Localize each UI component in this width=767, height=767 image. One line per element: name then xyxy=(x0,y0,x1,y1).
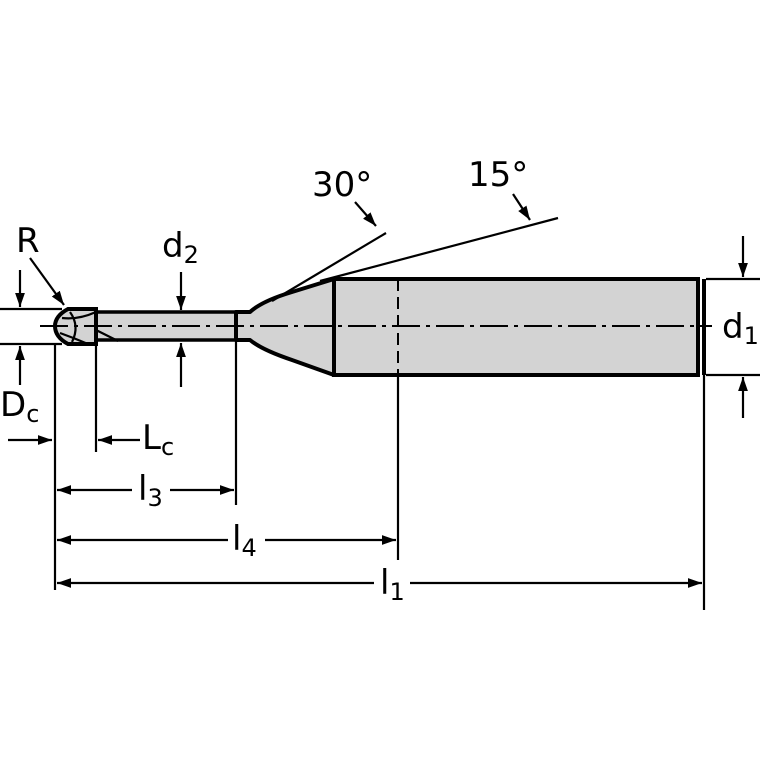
l3-label: l3 xyxy=(138,469,163,512)
d1-dimension xyxy=(706,236,760,418)
dc-dimension xyxy=(0,270,62,445)
angle-construction xyxy=(271,193,559,302)
dc-label: Dc xyxy=(0,385,39,428)
d1-label: d1 xyxy=(722,307,759,350)
l1-label: l1 xyxy=(380,563,405,606)
angle-15-label: 15° xyxy=(468,155,528,195)
radius-label: R xyxy=(16,221,40,261)
d2-label: d2 xyxy=(162,226,199,269)
radius-leader xyxy=(29,257,65,306)
lc-label: Lc xyxy=(142,418,174,461)
extension-lines xyxy=(53,340,706,610)
angle-30-label: 30° xyxy=(312,165,372,205)
l4-label: l4 xyxy=(232,519,257,562)
